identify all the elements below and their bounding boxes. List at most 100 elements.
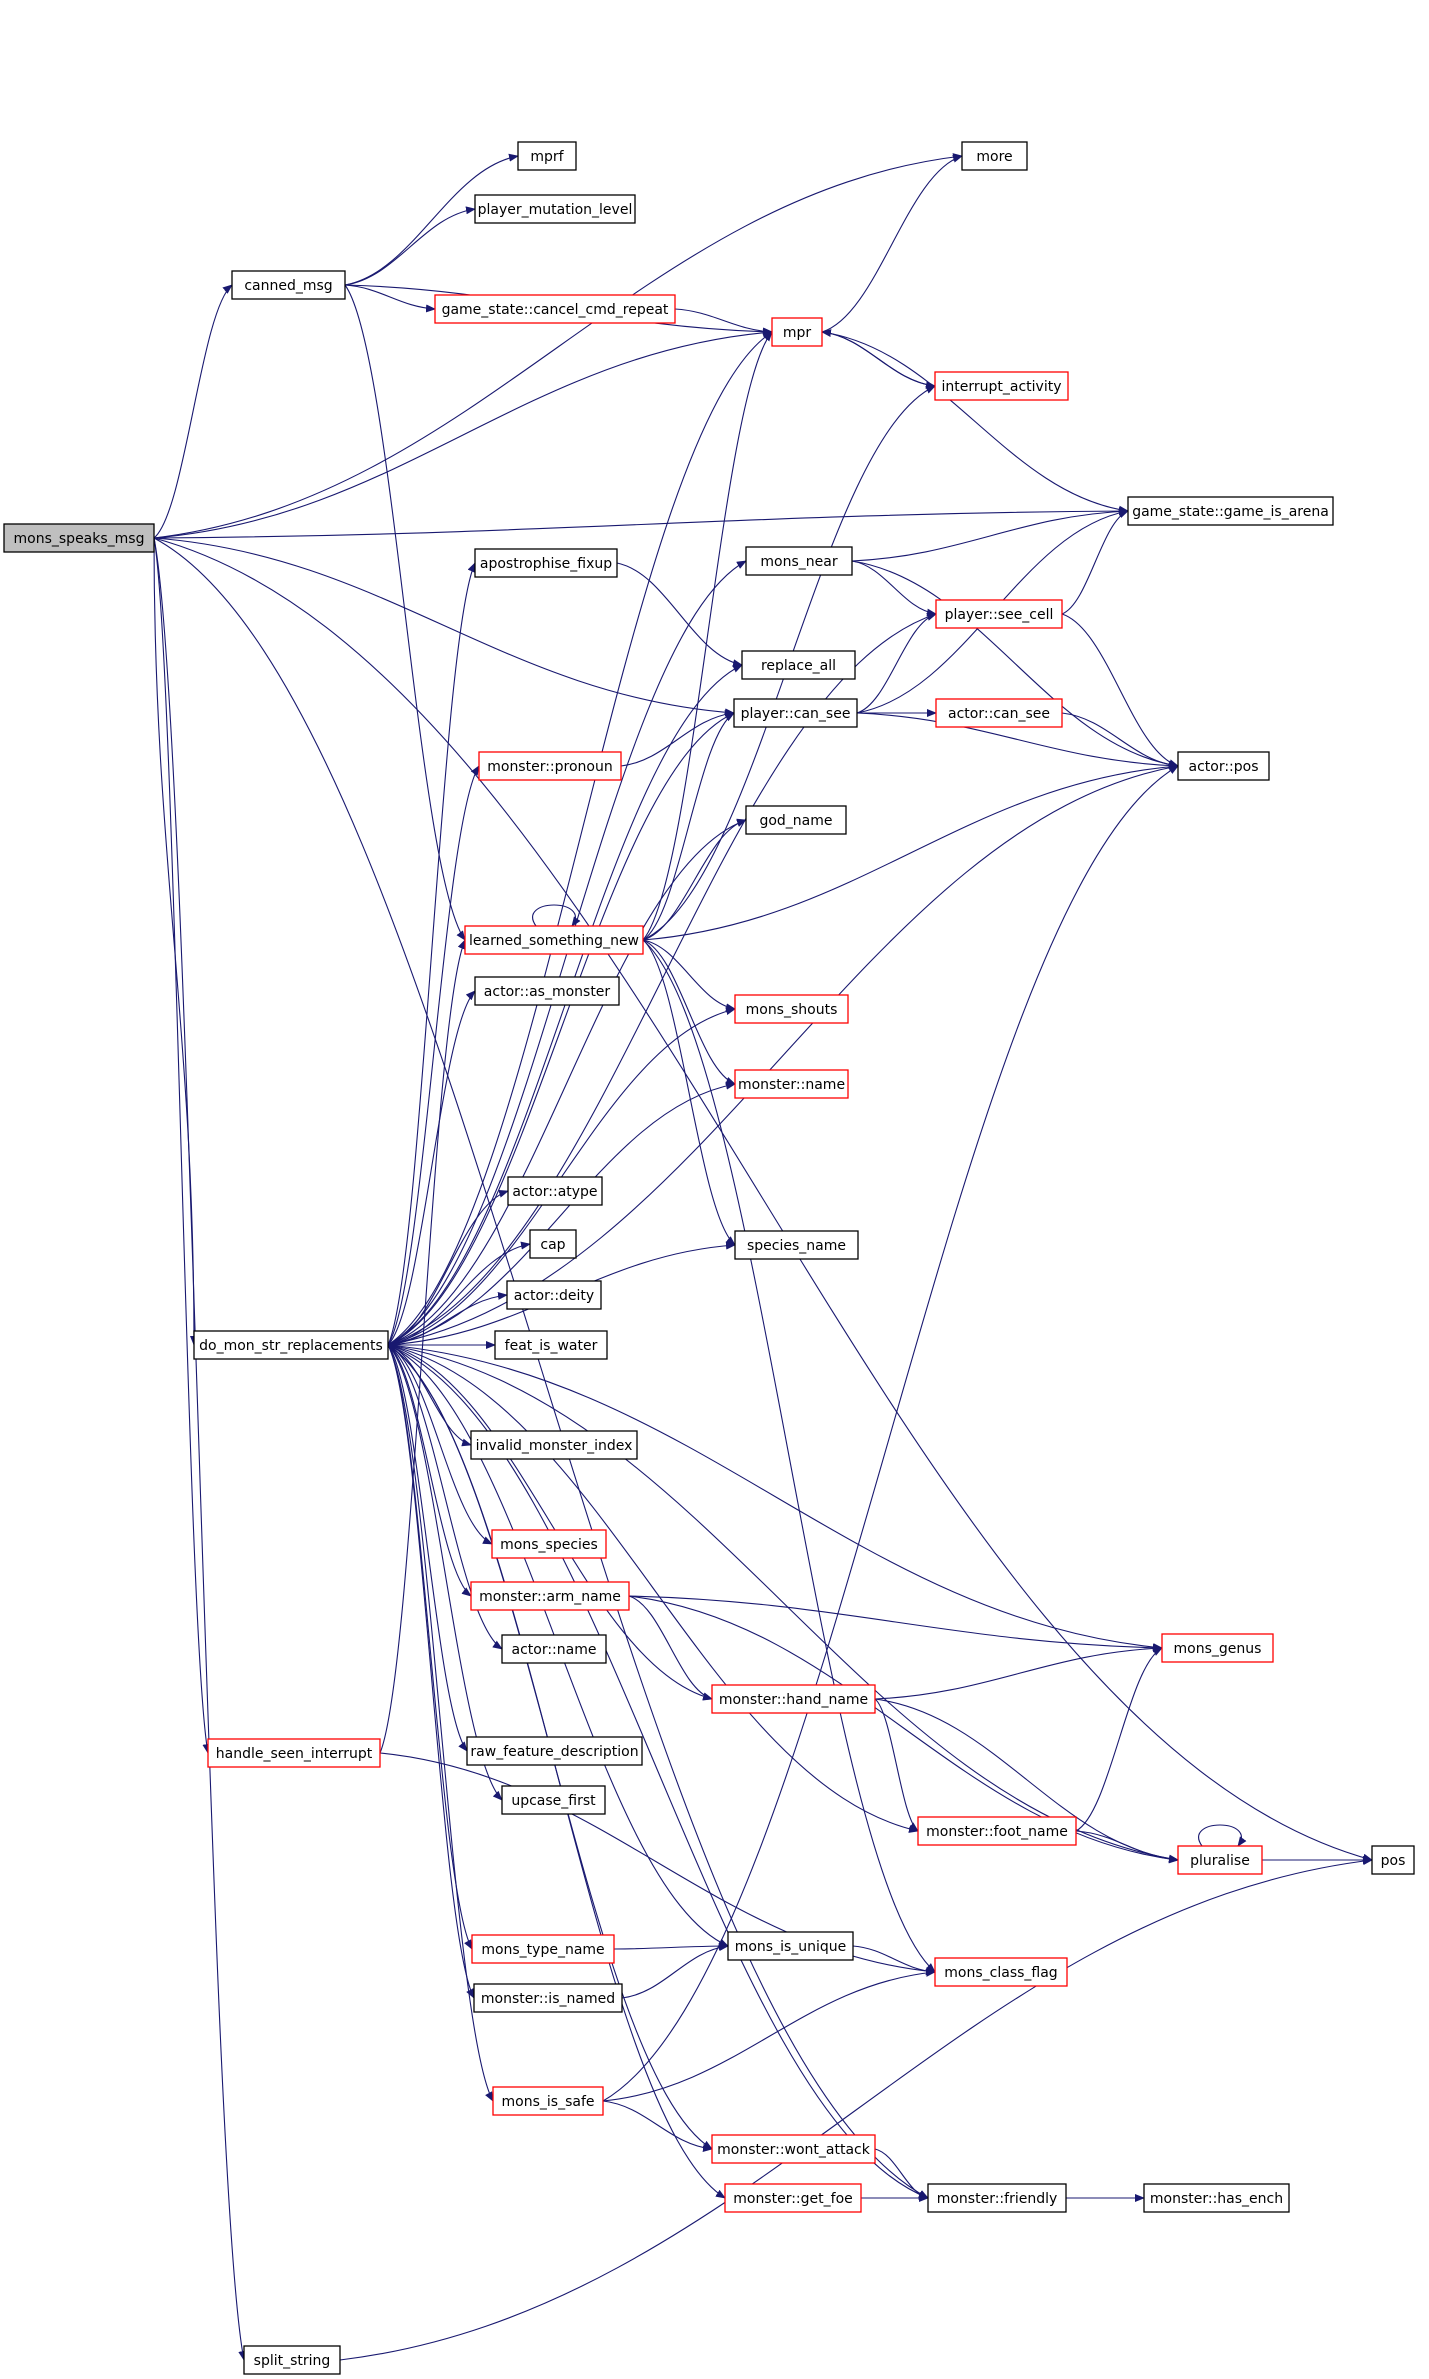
node-label: mons_genus xyxy=(1174,1641,1262,1657)
node-replace-all[interactable]: replace_all xyxy=(741,650,856,680)
node-foot-name[interactable]: monster::foot_name xyxy=(917,1816,1077,1846)
edge-line xyxy=(616,562,743,668)
node-box xyxy=(1177,751,1270,781)
edge-line xyxy=(613,1942,729,1951)
node-box xyxy=(529,1229,577,1259)
node-box xyxy=(471,1934,615,1964)
node-god-name[interactable]: god_name xyxy=(745,805,847,835)
edge-line xyxy=(602,1968,936,2102)
node-mons-near[interactable]: mons_near xyxy=(745,546,853,576)
node-interrupt-activity[interactable]: interrupt_activity xyxy=(934,371,1069,401)
edge-foot_name-to-pluralise xyxy=(1075,1830,1179,1864)
node-arm-name[interactable]: monster::arm_name xyxy=(470,1581,630,1611)
edge-line xyxy=(1061,510,1129,615)
node-actor-name[interactable]: actor::name xyxy=(501,1634,607,1664)
node-mpr[interactable]: mpr xyxy=(771,317,823,347)
node-apostrophise-fixup[interactable]: apostrophise_fixup xyxy=(474,548,618,578)
node-mons-is-unique[interactable]: mons_is_unique xyxy=(727,1931,854,1961)
node-pluralise[interactable]: pluralise xyxy=(1177,1845,1263,1875)
node-get-foe[interactable]: monster::get_foe xyxy=(724,2183,862,2213)
node-mons-speaks-msg[interactable]: mons_speaks_msg xyxy=(3,523,155,553)
node-split-string[interactable]: split_string xyxy=(243,2345,341,2375)
node-handle-seen-interrupt[interactable]: handle_seen_interrupt xyxy=(207,1738,381,1768)
node-has-ench[interactable]: monster::has_ench xyxy=(1143,2183,1290,2213)
edge-actor_can_see-to-actor_pos xyxy=(1061,712,1179,769)
edge-line xyxy=(153,537,929,2199)
node-box xyxy=(733,698,858,728)
edge-line xyxy=(387,1344,919,1833)
node-do-mon-str-replacements[interactable]: do_mon_str_replacements xyxy=(193,1330,389,1360)
node-learned-something-new[interactable]: learned_something_new xyxy=(464,925,644,955)
node-pos[interactable]: pos xyxy=(1371,1845,1415,1875)
node-actor-can-see[interactable]: actor::can_see xyxy=(935,698,1063,728)
edge-line xyxy=(379,939,466,1754)
edge-mons_near-to-game_is_arena xyxy=(851,507,1129,562)
node-wont-attack[interactable]: monster::wont_attack xyxy=(711,2134,876,2164)
node-box xyxy=(243,2345,341,2375)
node-deity[interactable]: actor::deity xyxy=(506,1280,602,1310)
edge-line xyxy=(387,1344,713,1701)
node-label: pos xyxy=(1381,1853,1406,1869)
node-upcase-first[interactable]: upcase_first xyxy=(501,1785,606,1815)
node-mons-type-name[interactable]: mons_type_name xyxy=(471,1934,615,1964)
node-friendly[interactable]: monster::friendly xyxy=(927,2183,1067,2213)
node-label: cap xyxy=(540,1237,565,1253)
node-as-monster[interactable]: actor::as_monster xyxy=(474,976,620,1006)
node-box xyxy=(474,548,618,578)
node-mons-genus[interactable]: mons_genus xyxy=(1161,1633,1274,1663)
edge-wont_attack-to-friendly xyxy=(874,2148,929,2200)
node-hand-name[interactable]: monster::hand_name xyxy=(711,1684,876,1714)
edge-line xyxy=(821,154,963,333)
node-can-see[interactable]: player::can_see xyxy=(733,698,858,728)
node-game-is-arena[interactable]: game_state::game_is_arena xyxy=(1127,496,1334,526)
node-box xyxy=(434,294,676,324)
node-label: game_state::game_is_arena xyxy=(1132,504,1329,520)
node-mons-is-safe[interactable]: mons_is_safe xyxy=(492,2086,604,2116)
node-label: monster::friendly xyxy=(937,2191,1058,2207)
node-label: mons_is_unique xyxy=(735,1939,847,1955)
node-is-named[interactable]: monster::is_named xyxy=(473,1983,623,2013)
node-raw-feature-description[interactable]: raw_feature_description xyxy=(466,1736,643,1766)
node-monster-name[interactable]: monster::name xyxy=(734,1069,849,1099)
node-player-mutation-level[interactable]: player_mutation_level xyxy=(474,194,636,224)
node-feat-is-water[interactable]: feat_is_water xyxy=(494,1330,608,1360)
node-box xyxy=(711,2134,876,2164)
node-invalid-monster-index[interactable]: invalid_monster_index xyxy=(470,1430,638,1460)
edge-do_mon_str_replacements-to-god_name xyxy=(387,819,747,1346)
node-box xyxy=(935,599,1063,629)
node-mons-class-flag[interactable]: mons_class_flag xyxy=(934,1957,1068,1987)
node-cap[interactable]: cap xyxy=(529,1229,577,1259)
node-mprf[interactable]: mprf xyxy=(517,141,577,171)
node-species-name[interactable]: species_name xyxy=(734,1230,859,1260)
edge-do_mon_str_replacements-to-mons_genus xyxy=(387,1344,1163,1652)
edge-do_mon_str_replacements-to-raw_feature_description xyxy=(387,1344,468,1752)
edge-learned_something_new-to-can_see xyxy=(642,712,735,941)
edge-mons_speaks_msg-to-game_is_arena xyxy=(153,507,1129,539)
node-canned-msg[interactable]: canned_msg xyxy=(231,270,346,300)
node-cancel-cmd-repeat[interactable]: game_state::cancel_cmd_repeat xyxy=(434,294,676,324)
edge-mons_is_safe-to-mons_class_flag xyxy=(602,1968,936,2102)
node-box xyxy=(474,976,620,1006)
edge-line xyxy=(1061,712,1179,769)
node-mons-species[interactable]: mons_species xyxy=(491,1529,607,1559)
node-box xyxy=(491,1529,607,1559)
node-label: god_name xyxy=(759,813,832,829)
edge-mpr-to-more xyxy=(821,154,963,333)
node-box xyxy=(507,1176,603,1206)
edge-line xyxy=(344,284,466,941)
node-pronoun[interactable]: monster::pronoun xyxy=(478,751,622,781)
node-more[interactable]: more xyxy=(961,141,1028,171)
edge-do_mon_str_replacements-to-mons_is_safe xyxy=(387,1344,494,2102)
node-atype[interactable]: actor::atype xyxy=(507,1176,603,1206)
node-actor-pos[interactable]: actor::pos xyxy=(1177,751,1270,781)
node-see-cell[interactable]: player::see_cell xyxy=(935,599,1063,629)
edge-line xyxy=(642,331,773,941)
node-box xyxy=(934,1957,1068,1987)
node-label: monster::name xyxy=(738,1077,845,1093)
node-label: pluralise xyxy=(1190,1853,1250,1869)
edge-line xyxy=(642,818,747,941)
node-mons-shouts[interactable]: mons_shouts xyxy=(734,994,849,1024)
node-box xyxy=(506,1280,602,1310)
edge-do_mon_str_replacements-to-monster_name xyxy=(387,1081,736,1346)
node-label: monster::has_ench xyxy=(1150,2191,1283,2207)
